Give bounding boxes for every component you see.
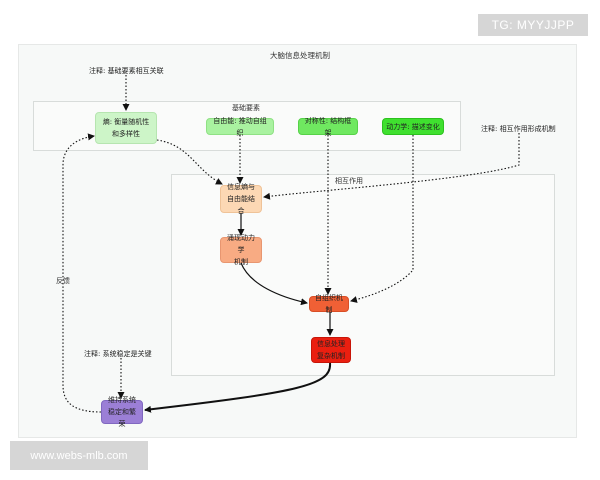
interaction-label: 相互作用	[335, 177, 363, 185]
note-basic-link: 注释: 基础要素相互关联	[89, 67, 164, 75]
node-emergent-line1: 涌现动力学	[227, 234, 255, 254]
node-entropy-line1: 熵: 衡量随机性	[102, 118, 150, 126]
node-info-line1: 信息处理	[317, 340, 345, 348]
node-stable-line1: 维持系统	[108, 396, 136, 404]
edge-label-feedback: 反馈	[56, 277, 70, 285]
node-system-stability[interactable]: 维持系统 稳定和繁荣	[101, 396, 143, 428]
note-stability-key: 注释: 系统稳定是关键	[84, 350, 152, 358]
node-entropy-line2: 和多样性	[112, 130, 140, 138]
node-entropy-free-line1: 信息熵与	[227, 183, 255, 191]
node-emergent-dynamics[interactable]: 涌现动力学 机制	[220, 234, 262, 266]
node-symmetry[interactable]: 对称性: 结构框架	[298, 117, 358, 137]
node-entropy-free-line2: 自由能结合	[227, 195, 255, 215]
node-stable-line2: 稳定和繁荣	[108, 408, 136, 428]
node-info-processing[interactable]: 信息处理 复杂机制	[311, 337, 351, 363]
node-self-organization[interactable]: 自组织机制	[309, 294, 349, 314]
node-entropy[interactable]: 熵: 衡量随机性 和多样性	[95, 112, 157, 144]
diagram-title: 大脑信息处理机制	[270, 51, 330, 60]
node-free-energy[interactable]: 自由能: 推动自组织	[206, 117, 274, 137]
node-dynamics[interactable]: 动力学: 描述变化	[382, 118, 444, 135]
node-entropy-free-energy[interactable]: 信息熵与 自由能结合	[220, 183, 262, 215]
tg-badge: TG: MYYJJPP	[478, 14, 588, 36]
watermark-badge: www.webs-mlb.com	[10, 441, 148, 470]
node-emergent-line2: 机制	[234, 258, 248, 266]
note-interaction-form: 注释: 相互作用形成机制	[481, 125, 556, 133]
basic-elements-label: 基础要素	[232, 104, 260, 112]
node-info-line2: 复杂机制	[317, 352, 345, 360]
